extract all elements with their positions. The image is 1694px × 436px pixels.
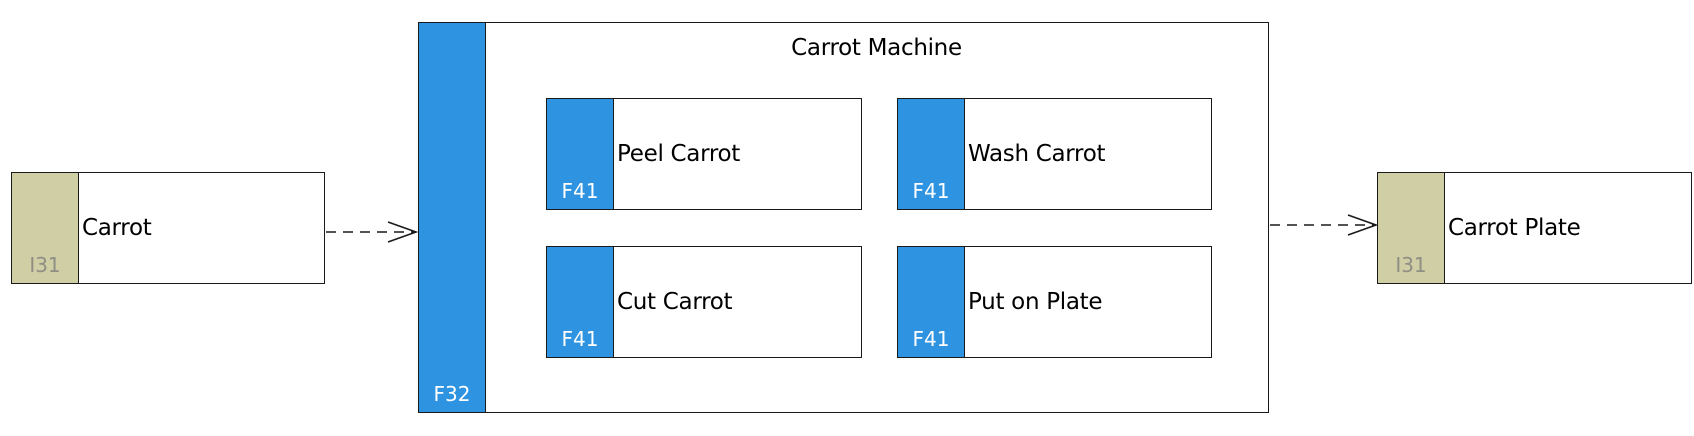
function-type-strip: F41 — [547, 99, 614, 209]
function-wash-carrot[interactable]: F41 Wash Carrot — [897, 98, 1212, 210]
function-tag: F41 — [561, 179, 599, 203]
function-peel-carrot[interactable]: F41 Peel Carrot — [546, 98, 862, 210]
function-type-strip: F41 — [898, 99, 965, 209]
item-tag: I31 — [29, 253, 61, 277]
function-tag: F41 — [912, 327, 950, 351]
item-type-strip: I31 — [12, 173, 79, 283]
item-carrot-plate[interactable]: I31 Carrot Plate — [1377, 172, 1692, 284]
function-label: Cut Carrot — [617, 289, 733, 315]
item-tag: I31 — [1395, 253, 1427, 277]
item-label: Carrot Plate — [1448, 215, 1581, 241]
machine-title: Carrot Machine — [791, 35, 962, 61]
flow-arrow-machine-to-carrot-plate[interactable] — [1270, 214, 1379, 236]
function-type-strip: F32 — [419, 23, 486, 412]
flow-arrow-carrot-to-machine[interactable] — [326, 221, 419, 243]
item-type-strip: I31 — [1378, 173, 1445, 283]
function-type-strip: F41 — [547, 247, 614, 357]
function-tag: F41 — [912, 179, 950, 203]
item-carrot[interactable]: I31 Carrot — [11, 172, 325, 284]
function-tag: F41 — [561, 327, 599, 351]
function-cut-carrot[interactable]: F41 Cut Carrot — [546, 246, 862, 358]
function-tag: F32 — [433, 382, 471, 406]
function-label: Put on Plate — [968, 289, 1103, 315]
function-put-on-plate[interactable]: F41 Put on Plate — [897, 246, 1212, 358]
function-label: Wash Carrot — [968, 141, 1106, 167]
item-label: Carrot — [82, 215, 152, 241]
function-type-strip: F41 — [898, 247, 965, 357]
function-label: Peel Carrot — [617, 141, 740, 167]
